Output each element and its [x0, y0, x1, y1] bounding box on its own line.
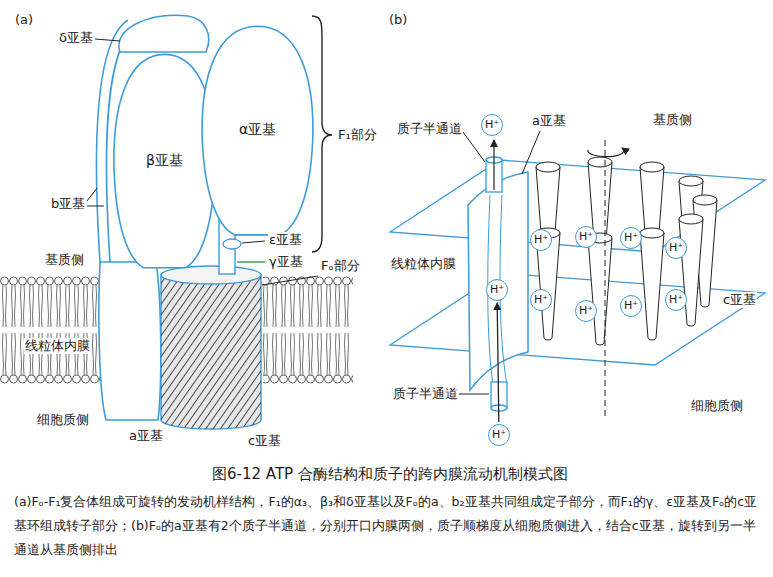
delta-subunit [119, 15, 209, 52]
part-label: 质子半通道 [392, 386, 459, 402]
part-label: 细胞质侧 [36, 412, 90, 428]
lipid-bilayer-lower [0, 330, 104, 385]
proton-circle: H⁺ [575, 226, 597, 248]
f1-bracket [312, 16, 332, 252]
part-label: 线粒体内膜 [24, 338, 91, 354]
proton-label: H⁺ [579, 231, 593, 244]
part-label: a亚基 [531, 113, 567, 129]
leader-line [463, 132, 485, 162]
leader-line [242, 241, 265, 243]
proton-circle: H⁺ [488, 424, 510, 446]
proton-label: H⁺ [669, 294, 683, 307]
part-label: 质子半通道 [396, 121, 463, 137]
subunit-shape [202, 26, 313, 235]
proton-label: H⁺ [624, 300, 638, 313]
c-ring [161, 275, 261, 429]
figure-caption: (a)Fₒ-F₁复合体组成可旋转的发动机样结构，F₁的α₃、β₃和δ亚基以及Fₒ… [14, 490, 764, 562]
part-label: ε亚基 [268, 232, 303, 248]
proton-exit-arrow [493, 140, 494, 190]
part-label: c亚基 [722, 292, 757, 308]
beta-subunit: β亚基 [112, 50, 217, 270]
proton-circle: H⁺ [575, 300, 597, 322]
proton-circle: H⁺ [530, 229, 552, 251]
proton-label: H⁺ [492, 429, 506, 442]
c-subunit-ring [536, 157, 717, 345]
proton-label: H⁺ [579, 305, 593, 318]
leader-line [262, 276, 318, 285]
part-label: b亚基 [50, 196, 86, 212]
leader-line [95, 39, 120, 41]
figure-title: 图6-12 ATP 合酶结构和质子的跨内膜流动机制模式图 [212, 465, 568, 483]
part-label: 细胞质侧 [690, 398, 744, 414]
part-label: (b) [388, 12, 408, 28]
subunit-label: α亚基 [239, 121, 276, 137]
a-subunit [99, 262, 161, 420]
part-label: 基质侧 [652, 112, 693, 128]
proton-label: H⁺ [485, 119, 499, 132]
lipid-bilayer-upper [0, 275, 104, 330]
proton-label: H⁺ [490, 284, 504, 297]
subunit-label: β亚基 [146, 152, 183, 168]
part-label: 基质侧 [44, 252, 85, 268]
part-label: a亚基 [128, 428, 164, 444]
part-label: γ亚基 [268, 254, 304, 270]
proton-circle: H⁺ [665, 237, 687, 259]
leader-line [522, 131, 540, 174]
leader-line [87, 206, 104, 207]
proton-circle: H⁺ [620, 295, 642, 317]
leader-line [87, 188, 97, 201]
proton-label: H⁺ [669, 242, 683, 255]
proton-label: H⁺ [534, 294, 548, 307]
rotation-axis [605, 140, 606, 420]
proton-label: H⁺ [624, 232, 638, 245]
lipid-bilayer-lower [263, 330, 353, 385]
proton-label: H⁺ [534, 234, 548, 247]
c-subunit-cone [588, 233, 612, 345]
leader-line [237, 261, 265, 262]
part-label: Fₒ部分 [320, 258, 361, 274]
alpha-subunit: α亚基 [200, 22, 315, 237]
proton-circle: H⁺ [530, 289, 552, 311]
rotation-arrow [588, 148, 624, 157]
c-ring-hatching [161, 275, 261, 429]
c-ring-top [161, 266, 261, 284]
part-label: 线粒体内膜 [390, 256, 457, 272]
proton-circle: H⁺ [486, 279, 508, 301]
part-label: F₁部分 [337, 127, 378, 143]
part-label: c亚基 [247, 433, 282, 449]
proton-circle: H⁺ [620, 227, 642, 249]
subunit-shape [114, 54, 215, 267]
proton-circle: H⁺ [481, 114, 503, 136]
epsilon-subunit [223, 239, 241, 249]
c-subunit-cone [679, 214, 703, 326]
lipid-bilayer-upper [263, 275, 353, 330]
part-label: (a) [14, 12, 34, 28]
proton-flow-arrow [497, 303, 499, 422]
proton-circle: H⁺ [665, 289, 687, 311]
part-label: δ亚基 [58, 30, 94, 46]
leader-line [459, 394, 489, 395]
c-subunit-cone [640, 228, 664, 340]
